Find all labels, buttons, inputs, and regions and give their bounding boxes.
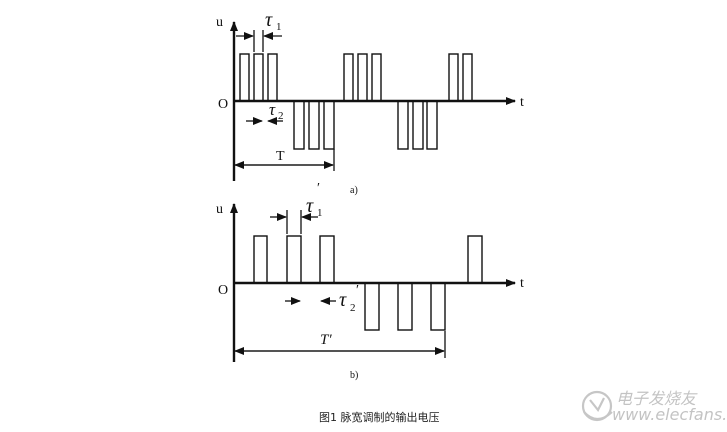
period-label-b: T′ bbox=[320, 332, 332, 348]
positive-pulses-b2 bbox=[467, 235, 483, 284]
tau2-prime-mark-b: ′ bbox=[356, 283, 359, 298]
tau2-prime-marker-b: τ 2 ′ bbox=[285, 283, 359, 314]
tau1-prime-subscript-b: 1 bbox=[317, 207, 323, 219]
tau2-marker-a: τ 2 bbox=[246, 100, 284, 125]
positive-pulses-b1 bbox=[253, 235, 335, 284]
period-marker-a: T bbox=[234, 149, 335, 171]
axis-u-label-b: u bbox=[216, 202, 223, 217]
axis-u-label-a: u bbox=[216, 15, 223, 30]
negative-pulses-a2 bbox=[397, 100, 438, 150]
tau1-marker-a: τ 1 bbox=[236, 9, 282, 52]
sublabel-b: b) bbox=[350, 370, 358, 381]
positive-pulses-a3 bbox=[448, 53, 473, 102]
figure-caption: 图1 脉宽调制的输出电压 bbox=[319, 410, 440, 424]
tau2-prime-symbol-b: τ bbox=[339, 289, 347, 311]
period-label-a: T bbox=[276, 149, 285, 164]
watermark-logo-icon bbox=[581, 390, 613, 422]
period-marker-b: T′ bbox=[234, 331, 446, 358]
positive-pulses-a1 bbox=[239, 53, 278, 102]
tau1-prime-mark-b: ′ bbox=[317, 181, 320, 196]
tau2-prime-subscript-b: 2 bbox=[350, 302, 356, 314]
positive-pulses-a2 bbox=[343, 53, 382, 102]
axis-t-label-b: t bbox=[520, 276, 524, 291]
diagram-b: u t O τ 1 ′ τ 2 ′ T′ b) bbox=[216, 181, 524, 381]
tau1-prime-marker-b: τ 1 ′ bbox=[270, 181, 323, 234]
diagram-a: u t O τ 1 τ 2 T a) bbox=[216, 9, 524, 196]
tau2-symbol-a: τ bbox=[269, 100, 276, 119]
tau1-subscript-a: 1 bbox=[276, 21, 282, 33]
tau2-subscript-a: 2 bbox=[278, 110, 284, 122]
origin-label-b: O bbox=[218, 283, 228, 298]
watermark-url: www.elecfans.com bbox=[612, 405, 727, 424]
sublabel-a: a) bbox=[350, 185, 358, 196]
negative-pulses-a1 bbox=[293, 100, 335, 150]
negative-pulses-b1 bbox=[364, 282, 446, 331]
tau1-prime-symbol-b: τ bbox=[306, 195, 314, 217]
watermark-text: 电子发烧友 bbox=[616, 389, 698, 408]
axis-t-label-a: t bbox=[520, 95, 524, 110]
origin-label-a: O bbox=[218, 97, 228, 112]
watermark: 电子发烧友 www.elecfans.com bbox=[581, 389, 727, 424]
tau1-symbol-a: τ bbox=[265, 9, 273, 31]
